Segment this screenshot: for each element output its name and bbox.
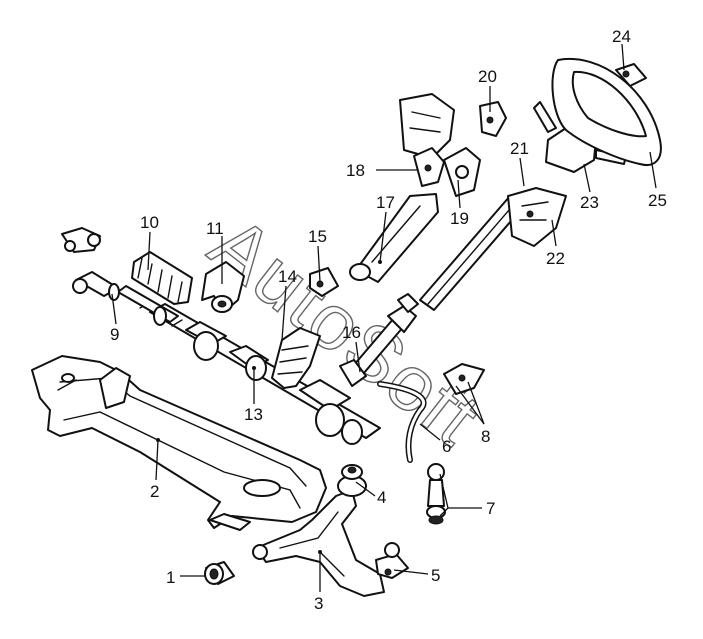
control-arm-bushing	[204, 561, 235, 585]
steering-wheel	[551, 57, 662, 166]
callout-21: 21	[510, 139, 529, 158]
callout-25: 25	[648, 191, 667, 210]
callout-labels: 1 2 3 4 5 6 7 8 9 10 11 13 14 15 16 17 1…	[110, 27, 667, 613]
callout-24: 24	[612, 27, 631, 46]
callout-7: 7	[486, 499, 495, 518]
column-housing	[419, 187, 567, 311]
callout-14: 14	[278, 267, 297, 286]
front-crossmember	[31, 355, 327, 531]
tie-rod-end-spare	[61, 227, 101, 253]
callout-9: 9	[110, 325, 119, 344]
pinion-boot	[271, 327, 321, 389]
ball-joint	[375, 542, 409, 579]
leader-lines	[111, 43, 657, 592]
callout-13: 13	[244, 405, 263, 424]
intermediate-shaft	[339, 293, 419, 387]
column-bracket	[443, 363, 485, 395]
callout-22: 22	[546, 249, 565, 268]
callout-5: 5	[431, 566, 440, 585]
inner-tie-rod	[117, 285, 179, 326]
ignition-lock	[443, 147, 481, 197]
switch-assembly	[413, 147, 445, 187]
steering-hose	[377, 381, 427, 463]
outer-ball-joint	[426, 463, 446, 525]
callout-17: 17	[376, 193, 395, 212]
callout-2: 2	[150, 482, 159, 501]
steering-column-shaft	[349, 193, 439, 283]
lower-control-arm	[252, 489, 385, 597]
callout-4: 4	[377, 488, 386, 507]
ignition-switch	[479, 101, 507, 137]
steering-rack	[139, 301, 381, 445]
callout-18: 18	[346, 161, 365, 180]
rack-boot	[131, 251, 193, 305]
tie-rod-end	[72, 271, 120, 301]
column-shroud	[399, 93, 455, 159]
callout-11: 11	[206, 219, 224, 238]
rear-bushing	[337, 464, 367, 497]
callout-19: 19	[450, 209, 469, 228]
callout-15: 15	[308, 227, 327, 246]
callout-10: 10	[140, 213, 159, 232]
callout-23: 23	[580, 193, 599, 212]
callout-20: 20	[478, 67, 497, 86]
callout-6: 6	[442, 437, 451, 456]
callout-16: 16	[342, 323, 361, 342]
callout-1: 1	[166, 568, 175, 587]
callout-8: 8	[481, 427, 490, 446]
rack-mounting-clamp	[201, 261, 245, 313]
callout-3: 3	[314, 594, 323, 613]
